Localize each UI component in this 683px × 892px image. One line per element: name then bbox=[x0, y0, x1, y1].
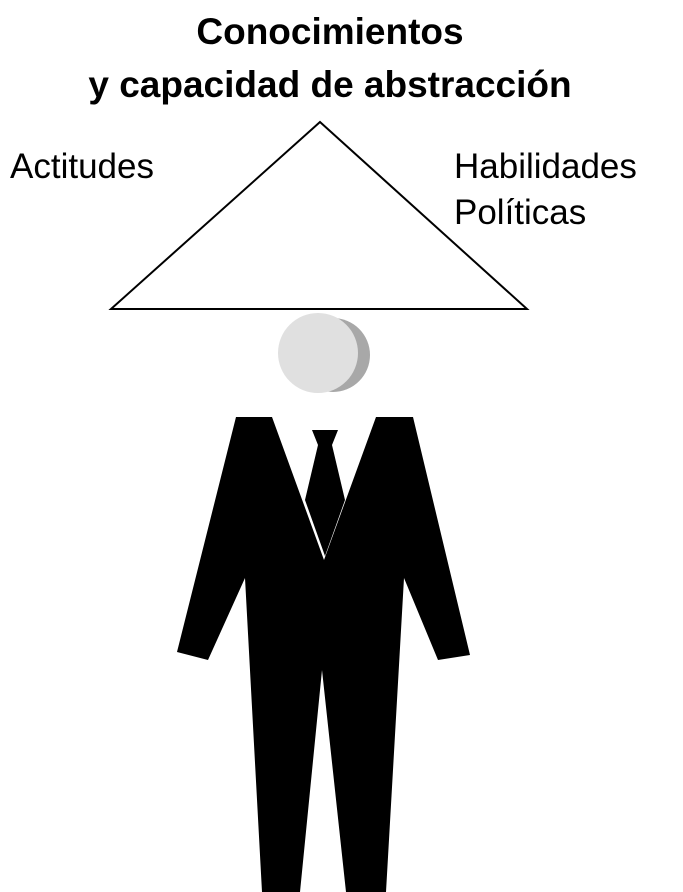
suit-body bbox=[177, 417, 470, 892]
diagram-title-line-1: Conocimientos bbox=[196, 11, 464, 52]
tie bbox=[305, 445, 345, 556]
diagram-title-line-2: y capacidad de abstracción bbox=[88, 64, 572, 105]
head bbox=[278, 313, 358, 393]
left-side-label: Actitudes bbox=[10, 147, 154, 186]
right-side-label-1: Habilidades bbox=[454, 147, 637, 186]
triangle-shape bbox=[108, 120, 530, 310]
right-side-label-2: Políticas bbox=[454, 193, 587, 232]
tie-knot bbox=[312, 430, 338, 445]
